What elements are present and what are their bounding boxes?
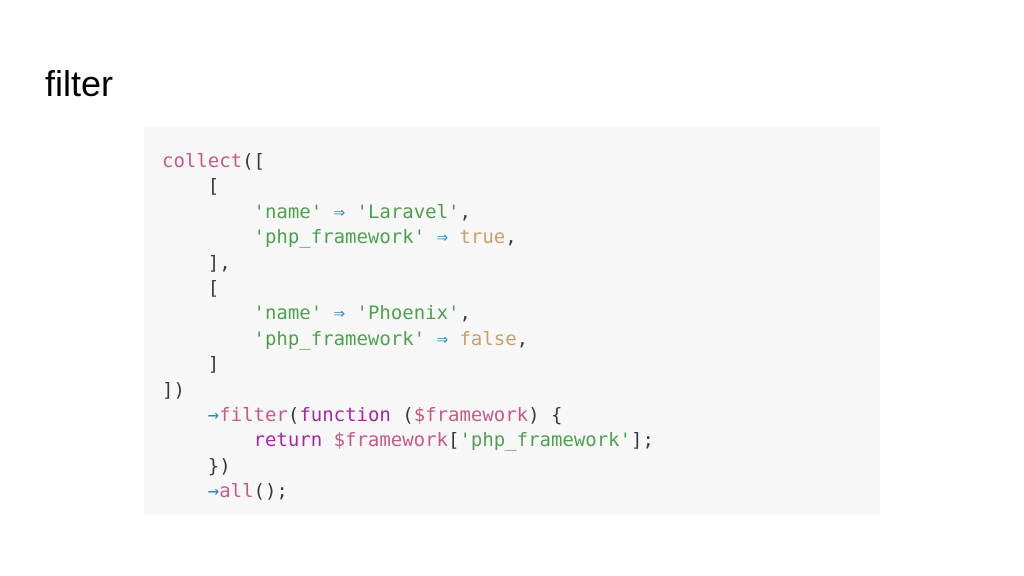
- code-line: collect([: [162, 149, 880, 174]
- code-token: 'php_framework': [253, 226, 426, 249]
- code-token: 'name': [253, 302, 323, 325]
- code-token: [162, 226, 254, 248]
- code-token: filter: [219, 403, 288, 426]
- code-token: [162, 201, 254, 223]
- code-token: ⇒: [333, 200, 346, 223]
- code-token: [322, 201, 333, 223]
- code-token: ) {: [528, 403, 563, 426]
- code-token: [162, 404, 208, 426]
- code-block: collect([ [ 'name' ⇒ 'Laravel', 'php_fra…: [144, 127, 880, 515]
- code-line: →filter(function ($framework) {: [162, 403, 880, 428]
- code-line: ],: [162, 251, 880, 276]
- code-token: ]: [162, 353, 220, 376]
- code-line: 'name' ⇒ 'Phoenix',: [162, 301, 880, 326]
- code-line: return $framework['php_framework'];: [162, 428, 880, 453]
- code-token: false: [459, 327, 517, 350]
- code-token: →: [207, 403, 220, 426]
- code-token: ]): [162, 378, 185, 401]
- code-token: (: [390, 403, 414, 426]
- code-token: [448, 226, 459, 248]
- code-line: 'name' ⇒ 'Laravel',: [162, 200, 880, 225]
- code-token: [162, 302, 254, 324]
- code-token: ⇒: [436, 226, 449, 249]
- code-token: [162, 328, 254, 350]
- code-token: 'Phoenix': [356, 302, 460, 325]
- code-token: ,: [505, 226, 517, 249]
- code-token: }): [162, 454, 231, 477]
- slide-title: filter: [45, 63, 114, 104]
- code-token: [162, 429, 254, 451]
- code-token: ];: [631, 429, 654, 452]
- code-line: →all();: [162, 479, 880, 504]
- code-token: [: [162, 175, 220, 198]
- code-token: [322, 302, 333, 324]
- code-line: [: [162, 174, 880, 199]
- code-token: [425, 328, 436, 350]
- code-line: 'php_framework' ⇒ true,: [162, 225, 880, 250]
- code-token: ([: [242, 150, 265, 172]
- code-token: collect: [162, 150, 243, 172]
- code-token: ,: [459, 200, 471, 223]
- code-token: $framework: [333, 429, 448, 452]
- code-line: [: [162, 276, 880, 301]
- code-token: ();: [253, 480, 288, 503]
- code-token: all: [219, 480, 254, 503]
- code-token: ,: [516, 327, 529, 350]
- code-token: [: [448, 429, 460, 452]
- code-token: function: [299, 403, 391, 426]
- code-token: 'Laravel': [356, 200, 460, 223]
- code-line: 'php_framework' ⇒ false,: [162, 327, 880, 352]
- code-token: [425, 226, 436, 248]
- code-token: $framework: [413, 403, 529, 426]
- code-token: [345, 302, 356, 324]
- code-token: [: [162, 276, 220, 299]
- code-token: ⇒: [333, 302, 346, 325]
- code-line: }): [162, 454, 880, 479]
- code-token: [322, 429, 333, 451]
- code-token: [448, 328, 459, 350]
- code-token: ,: [459, 302, 471, 325]
- code-token: 'php_framework': [459, 429, 632, 452]
- code-token: ],: [162, 251, 231, 274]
- code-token: (: [287, 403, 300, 426]
- code-token: 'name': [253, 200, 323, 223]
- code-token: return: [253, 429, 323, 452]
- code-line: ]): [162, 378, 880, 403]
- code-token: ⇒: [436, 327, 449, 350]
- code-line: ]: [162, 352, 880, 377]
- code-token: [162, 480, 208, 502]
- code-token: true: [459, 226, 506, 249]
- code-token: →: [207, 480, 220, 503]
- code-token: 'php_framework': [253, 327, 426, 350]
- code-token: [345, 201, 356, 223]
